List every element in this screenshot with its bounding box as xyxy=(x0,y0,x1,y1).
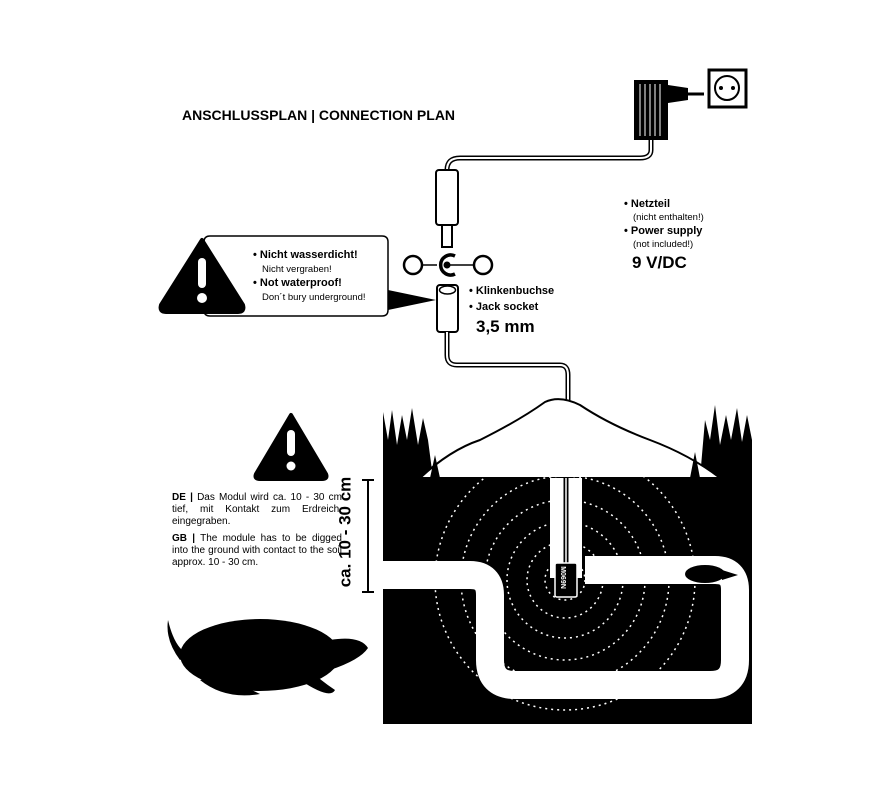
power-note-en: (not included!) xyxy=(633,239,694,250)
en-text: The module has to be digged into the gro… xyxy=(172,533,342,568)
ground-cross-section xyxy=(383,398,752,724)
module-device xyxy=(554,562,578,598)
power-cable xyxy=(444,140,654,171)
warning-en-note: Don´t bury underground! xyxy=(262,292,366,303)
warning-callout xyxy=(203,235,389,317)
jack-size: 3,5 mm xyxy=(476,317,535,336)
power-label-en: • Power supply xyxy=(624,225,703,237)
warning-en: • Not waterproof! xyxy=(253,277,342,289)
install-text-en: GB | The module has to be digged into th… xyxy=(172,533,342,569)
module-label: M069N xyxy=(558,566,566,589)
mole-tunnel xyxy=(383,556,749,699)
warning-de: • Nicht wasserdicht! xyxy=(253,249,358,261)
install-text-de: DE | Das Modul wird ca. 10 - 30 cm tief,… xyxy=(172,492,342,528)
power-adapter-icon xyxy=(634,80,704,140)
power-label-de: • Netzteil xyxy=(624,198,671,210)
power-note-de: (nicht enthalten!) xyxy=(633,212,704,223)
mole-icon xyxy=(167,619,368,696)
de-tag: DE | xyxy=(172,492,193,503)
en-tag: GB | xyxy=(172,533,196,544)
small-mole-icon xyxy=(685,565,738,583)
jack-label-de: • Klinkenbuchse xyxy=(469,285,555,297)
warning-de-note: Nicht vergraben! xyxy=(262,264,332,275)
warning-triangle-icon xyxy=(158,238,246,314)
jack-label-en: • Jack socket xyxy=(469,301,539,313)
polarity-diagram xyxy=(402,253,494,277)
page-title: ANSCHLUSSPLAN | CONNECTION PLAN xyxy=(182,107,456,123)
depth-bar xyxy=(362,479,374,593)
depth-label: ca. 10 - 30 cm xyxy=(335,476,355,588)
de-text: Das Modul wird ca. 10 - 30 cm tief, mit … xyxy=(172,492,343,527)
power-voltage: 9 V/DC xyxy=(632,253,687,272)
wall-socket-icon xyxy=(707,68,748,109)
warning-triangle-icon-2 xyxy=(253,413,329,481)
jack-socket-icon xyxy=(436,284,459,333)
jack-plug-icon xyxy=(435,169,459,248)
